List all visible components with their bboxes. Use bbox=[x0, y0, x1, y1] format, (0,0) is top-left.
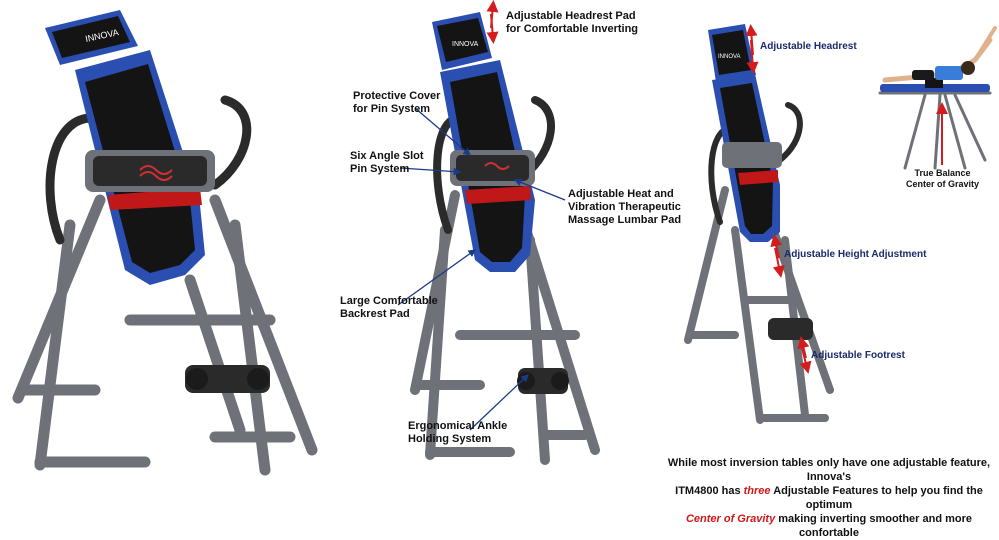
callout-ankle-system: Ergonomical Ankle Holding System bbox=[408, 420, 508, 445]
callout-backrest: Large Comfortable Backrest Pad bbox=[340, 295, 438, 320]
callout-pin-cover: Protective Cover for Pin System bbox=[353, 90, 441, 115]
inversion-table-1: INNOVA bbox=[12, 10, 318, 476]
callout-adjustable-headrest: Adjustable Headrest bbox=[760, 41, 857, 52]
caption-line-3: Center of Gravity making inverting smoot… bbox=[685, 513, 973, 539]
inversion-table-2: INNOVA bbox=[397, 0, 600, 465]
callout-pin-system: Six Angle Slot Pin System bbox=[350, 150, 424, 175]
inset-person-inverting bbox=[878, 26, 997, 170]
caption-line-2: ITM4800 has three Adjustable Features to… bbox=[675, 485, 983, 511]
marketing-caption: While most inversion tables only have on… bbox=[664, 456, 994, 540]
svg-text:INNOVA: INNOVA bbox=[718, 54, 741, 60]
callout-headrest-pad: Adjustable Headrest Pad for Comfortable … bbox=[506, 10, 639, 35]
caption-line-1: While most inversion tables only have on… bbox=[667, 457, 991, 483]
product-scene: INNOVA INNOVA bbox=[12, 0, 997, 476]
callout-height-adjustment: Adjustable Height Adjustment bbox=[784, 249, 927, 260]
callout-adjustable-footrest: Adjustable Footrest bbox=[811, 350, 905, 361]
svg-text:INNOVA: INNOVA bbox=[452, 41, 479, 48]
inversion-table-3: INNOVA bbox=[684, 24, 834, 424]
callout-true-balance: True Balance Center of Gravity bbox=[906, 168, 980, 189]
callout-heat-massage: Adjustable Heat and Vibration Therapeuti… bbox=[568, 188, 682, 226]
